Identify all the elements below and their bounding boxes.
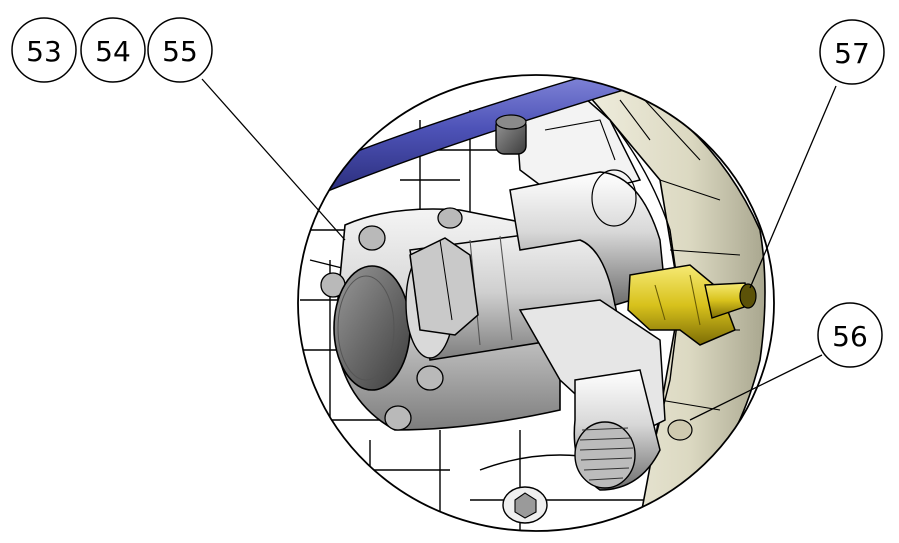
balloon-53: 53: [11, 17, 77, 83]
rear-bolts: [495, 114, 527, 155]
brass-elbow-fitting: [627, 264, 757, 346]
balloon-54-label: 54: [95, 35, 131, 68]
balloon-55: 55: [147, 17, 213, 83]
leader-56: [689, 354, 823, 421]
balloon-57-label: 57: [834, 37, 870, 70]
elbow-pipe: [509, 169, 666, 306]
detail-circle-content: [298, 75, 774, 531]
leader-lines: [201, 78, 837, 421]
pump-end-cap: [333, 265, 411, 391]
balloon-54: 54: [80, 17, 146, 83]
bottom-socket-bolt: [502, 486, 548, 524]
leader-57: [749, 85, 837, 289]
detail-circle-outline: [297, 74, 775, 532]
lower-outlet-fitting: [518, 299, 666, 491]
balloon-56-label: 56: [832, 320, 868, 353]
balloon-57: 57: [819, 19, 885, 85]
flange-bolts: [320, 207, 463, 431]
thread-lines: [579, 427, 634, 481]
balloon-53-label: 53: [26, 35, 62, 68]
leader-55: [201, 78, 346, 241]
hex-nut: [409, 237, 479, 336]
balloon-55-label: 55: [162, 35, 198, 68]
balloon-56: 56: [817, 302, 883, 368]
